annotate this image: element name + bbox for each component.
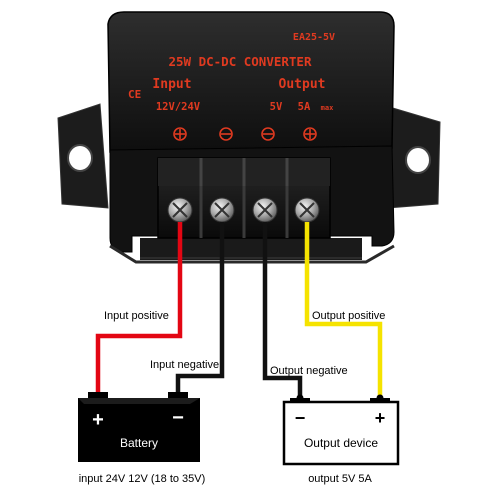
input-positive-label: Input positive — [104, 310, 169, 322]
terminal-screw-output-positive[interactable] — [294, 197, 320, 223]
mounting-flange-left — [57, 103, 109, 209]
input-negative-label: Input negative — [150, 359, 219, 371]
terminal-screw-input-negative[interactable] — [209, 197, 235, 223]
battery-name: Battery — [120, 436, 158, 450]
battery-caption: input 24V 12V (18 to 35V) — [79, 473, 206, 485]
mounting-flange-right — [385, 105, 441, 209]
terminal-block — [157, 157, 331, 239]
wire-output-positive — [304, 222, 383, 398]
polarity-minus-icon — [219, 127, 233, 141]
terminal-screw-output-negative[interactable] — [252, 197, 278, 223]
converter-printing: EA25-5V 25W DC-DC CONVERTER CE Input Out… — [128, 32, 335, 141]
converter-title: 25W DC-DC CONVERTER — [169, 54, 312, 69]
device-minus-symbol: − — [295, 408, 306, 428]
output-heading: Output — [279, 77, 326, 92]
output-negative-label: Output negative — [270, 365, 348, 377]
polarity-plus-icon — [173, 127, 187, 141]
output-spec-current: 5A — [298, 101, 311, 113]
output-spec-max: max — [321, 104, 334, 112]
model-number: EA25-5V — [293, 32, 335, 43]
battery-plus-symbol: + — [92, 409, 104, 431]
wire-output-negative — [262, 222, 303, 398]
input-spec: 12V/24V — [156, 101, 201, 113]
output-device: − + Output device — [282, 398, 400, 466]
polarity-plus-icon — [303, 127, 317, 141]
output-spec-voltage: 5V — [270, 101, 283, 113]
terminal-screw-input-positive[interactable] — [167, 197, 193, 223]
wire-input-positive — [95, 222, 183, 396]
device-name: Output device — [304, 436, 378, 450]
ce-mark: CE — [128, 88, 141, 101]
wire-input-negative — [175, 222, 225, 396]
battery: + − Battery — [78, 392, 200, 462]
output-positive-label: Output positive — [312, 310, 385, 322]
polarity-minus-icon — [261, 127, 275, 141]
device-caption: output 5V 5A — [308, 473, 372, 485]
device-plus-symbol: + — [375, 408, 386, 428]
battery-minus-symbol: − — [172, 407, 184, 429]
input-heading: Input — [152, 77, 191, 92]
